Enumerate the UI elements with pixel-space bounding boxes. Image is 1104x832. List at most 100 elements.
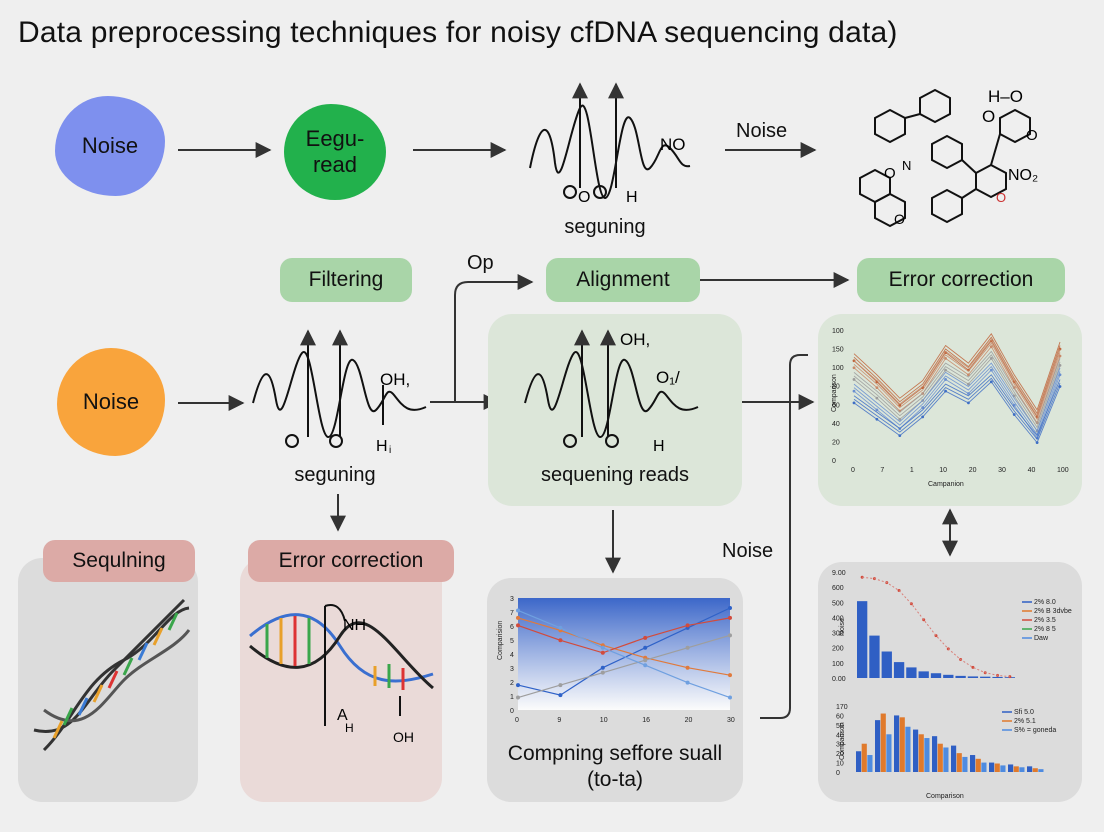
- y-axis-label: Noise: [839, 618, 846, 636]
- x-tick-label: 9: [557, 717, 561, 724]
- bar: [867, 755, 873, 772]
- wave-mid-annot-oh: OH,: [380, 370, 410, 389]
- wave-mid-annot-h: H: [376, 438, 388, 455]
- mol-label-6: O: [894, 211, 905, 227]
- bar: [1013, 766, 1019, 772]
- data-point: [516, 615, 520, 620]
- data-point: [967, 392, 970, 395]
- y-tick-label: 100: [832, 328, 844, 335]
- y-tick-label: 10: [836, 761, 844, 768]
- legend-label: Daw: [1034, 635, 1049, 642]
- y-tick-label: 80: [832, 384, 840, 391]
- comparison-caption-line2: (to-ta): [586, 768, 643, 791]
- y-tick-label: 30: [836, 742, 844, 749]
- sequencing-wave-mid: OH, H i: [252, 329, 427, 456]
- noise-blob-top: Noise: [55, 96, 165, 196]
- mol-label-5: N: [902, 158, 911, 173]
- data-point: [875, 396, 879, 400]
- read-blob-line1: Eegu-: [305, 126, 365, 151]
- error-correction-pill-bottom: Error correction: [248, 540, 454, 582]
- x-tick-label: 7: [880, 467, 884, 474]
- data-point: [685, 623, 690, 628]
- data-point: [967, 382, 970, 386]
- data-point: [875, 386, 879, 390]
- y-tick-label: 1: [510, 694, 514, 701]
- y-axis-label: Comparison: [839, 722, 846, 760]
- data-point: [967, 401, 970, 405]
- sequencing-reads-wave: OH, O₁/ H: [524, 329, 699, 455]
- dna-helix-icon: [33, 598, 191, 752]
- data-point: [921, 406, 925, 409]
- y-tick-label: 500: [832, 600, 844, 607]
- bar: [1000, 765, 1006, 772]
- x-tick-label: 30: [998, 467, 1006, 474]
- bar: [869, 635, 880, 678]
- y-tick-label: 3: [510, 596, 514, 603]
- mol-label-8: O: [996, 190, 1006, 205]
- x-tick-label: 0: [515, 717, 519, 724]
- bar: [861, 743, 867, 772]
- sequencing-reads-panel: [488, 314, 742, 506]
- bar: [913, 729, 919, 772]
- bar: [880, 713, 886, 772]
- data-point: [558, 638, 563, 643]
- noise-label-bottom: Noise: [722, 540, 774, 562]
- bar: [975, 758, 981, 772]
- bar: [881, 651, 892, 678]
- x-tick-label: 40: [1028, 467, 1036, 474]
- wave-top-annot-h: H: [626, 189, 638, 206]
- dna-correction-icon: NH A H OH: [249, 604, 434, 745]
- dna-annot-h: H: [345, 721, 354, 735]
- data-point: [875, 417, 879, 421]
- legend-label: 2% 8 5: [1034, 626, 1056, 633]
- read-blob: Eegu- read: [284, 104, 386, 200]
- data-point: [516, 608, 520, 613]
- data-point: [643, 635, 648, 640]
- bar: [906, 667, 917, 678]
- mol-label-4: O: [884, 165, 896, 182]
- data-point: [852, 378, 856, 381]
- data-point: [685, 665, 690, 670]
- bar: [886, 734, 892, 772]
- bar: [918, 734, 924, 772]
- bar-chart-bottom: 0102030405060170ComparisonComparisonSfi …: [836, 704, 1056, 800]
- x-tick-label: 0: [851, 467, 855, 474]
- series-line: [853, 357, 1061, 432]
- bar: [1038, 769, 1044, 772]
- data-point: [1058, 354, 1062, 358]
- y-tick-label: 50: [836, 723, 844, 730]
- bar: [981, 762, 987, 772]
- filtering-pill: Filtering: [280, 258, 412, 302]
- mol-label-2: O: [982, 107, 995, 126]
- bar: [1027, 766, 1033, 772]
- data-point: [1058, 364, 1062, 367]
- x-tick-label: 10: [600, 717, 608, 724]
- series-line: [853, 381, 1061, 444]
- data-point: [989, 380, 993, 384]
- bar: [980, 676, 991, 678]
- legend-label: 2% B 3dvbe: [1034, 608, 1072, 615]
- y-tick-label: 6: [510, 624, 514, 631]
- legend-label: 2% 8.0: [1034, 599, 1056, 606]
- y-tick-label: 20: [832, 439, 840, 446]
- y-tick-label: 150: [832, 347, 844, 354]
- wave-mid-annot-sub: i: [389, 445, 391, 456]
- y-tick-label: 400: [832, 615, 844, 622]
- y-tick-label: 0: [510, 708, 514, 715]
- y-tick-label: 7: [510, 610, 514, 617]
- bar: [967, 676, 979, 678]
- noise-blob-mid: Noise: [57, 348, 165, 456]
- series-line: [517, 634, 731, 699]
- y-tick-label: 40: [836, 732, 844, 739]
- series-line: [853, 336, 1061, 415]
- series-line: [853, 362, 1061, 432]
- data-point: [685, 645, 690, 650]
- y-tick-label: 0.00: [832, 676, 846, 683]
- data-point: [516, 623, 520, 628]
- wave-top-caption: seguning: [564, 216, 646, 238]
- x-tick-label: 16: [642, 717, 650, 724]
- y-tick-label: 170: [836, 704, 848, 711]
- bar: [1032, 768, 1038, 772]
